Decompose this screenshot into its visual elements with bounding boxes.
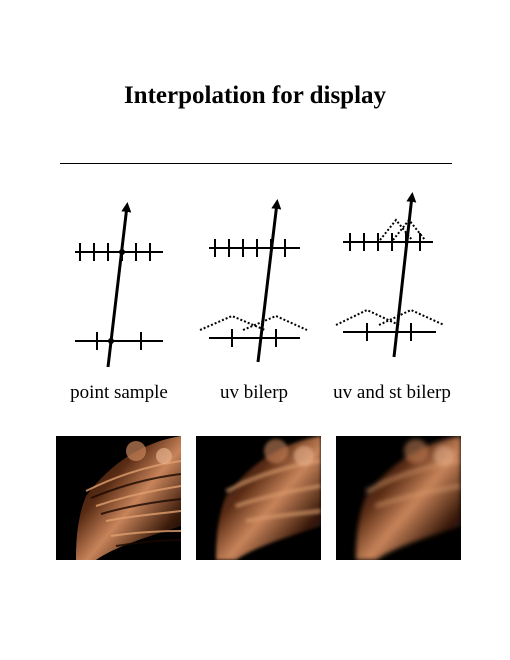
tent-filter	[379, 218, 413, 241]
render-point-sample	[56, 436, 181, 560]
render-uv-and-st-bilerp	[336, 436, 461, 560]
tent-filter	[242, 314, 308, 331]
sample-point	[119, 249, 125, 255]
sample-point	[108, 338, 114, 344]
diagram-uv-bilerp	[199, 199, 308, 363]
tent-filter	[199, 314, 266, 331]
page-title: Interpolation for display	[123, 82, 387, 109]
lower-sample-line	[75, 332, 163, 350]
title-divider	[60, 163, 452, 164]
render-uv-bilerp	[196, 436, 321, 560]
tent-filter	[378, 308, 445, 326]
lower-sample-line	[209, 329, 300, 347]
upper-sample-line	[209, 239, 300, 257]
caption-uv-and-st-bilerp: uv and st bilerp	[333, 382, 451, 403]
upper-sample-line	[343, 233, 433, 251]
caption-uv-bilerp: uv bilerp	[219, 382, 289, 403]
ray-arrow	[392, 192, 417, 358]
ray-arrow	[256, 199, 282, 363]
caption-point-sample: point sample	[70, 382, 168, 403]
diagram-uv-and-st-bilerp	[335, 192, 445, 358]
lower-sample-line	[343, 323, 436, 341]
diagram-point-sample	[75, 202, 163, 368]
tent-filter	[335, 308, 400, 326]
interpolation-diagrams	[75, 192, 445, 368]
